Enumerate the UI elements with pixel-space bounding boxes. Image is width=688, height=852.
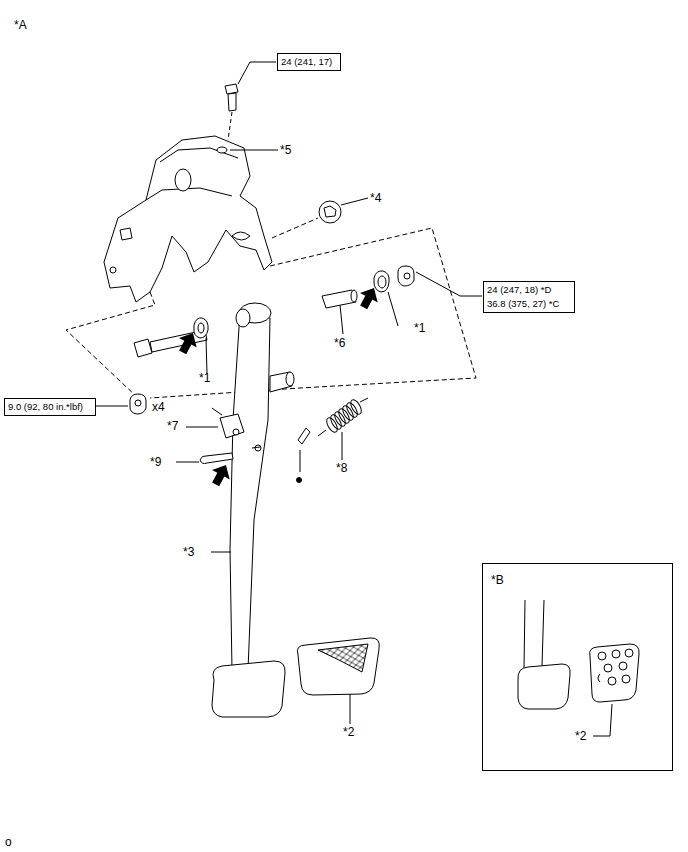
torque-value: 24 (247, 18) *D xyxy=(487,283,571,297)
callout-number: *9 xyxy=(150,455,161,469)
callout-number: *1 xyxy=(414,321,425,335)
callout-number: *4 xyxy=(370,191,381,205)
callout-number: *6 xyxy=(334,336,345,350)
inset-view-box: *B *2 xyxy=(482,563,673,771)
torque-value: 24 (241, 17) xyxy=(281,55,337,69)
torque-spec-box: 24 (247, 18) *D36.8 (375, 27) *C xyxy=(483,281,575,313)
callout-number: *7 xyxy=(167,419,178,433)
torque-value: 9.0 (92, 80 in.*lbf) xyxy=(8,400,92,414)
view-label: *2 xyxy=(575,729,586,743)
callout-number: *1 xyxy=(199,371,210,385)
callout-number: *3 xyxy=(183,545,194,559)
torque-spec-box: 24 (241, 17) xyxy=(277,53,341,71)
view-label: *B xyxy=(491,573,504,587)
torque-value: 36.8 (375, 27) *C xyxy=(487,297,571,311)
callout-number: *2 xyxy=(343,725,354,739)
quantity-label: x4 xyxy=(152,400,165,414)
callout-number: *5 xyxy=(280,143,291,157)
callout-number: *8 xyxy=(336,461,347,475)
torque-spec-box: 9.0 (92, 80 in.*lbf) xyxy=(4,398,96,416)
page-mark: o xyxy=(5,835,12,849)
view-label: *A xyxy=(14,18,27,32)
